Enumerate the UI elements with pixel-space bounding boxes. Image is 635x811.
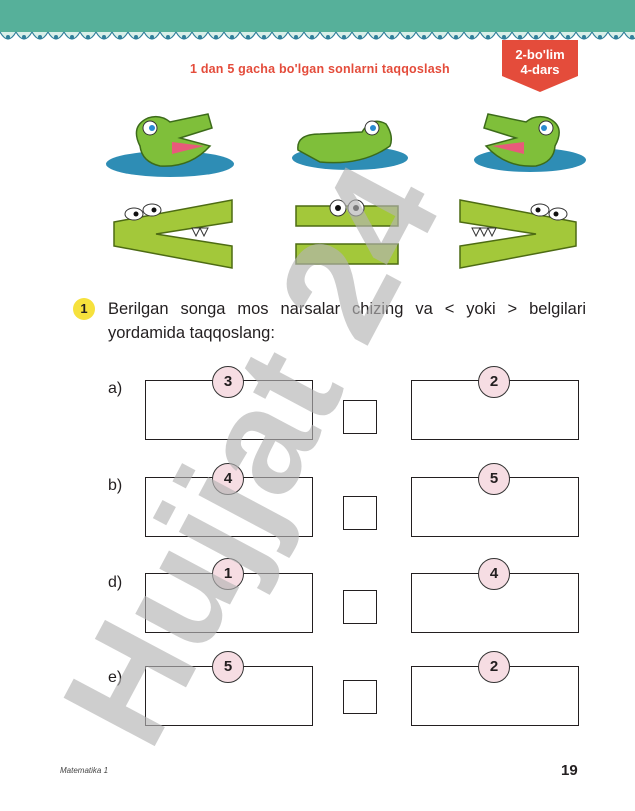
number-circle-left: 5: [212, 651, 244, 683]
task-number: 1: [73, 298, 95, 320]
row-label: e): [108, 669, 123, 686]
number-circle-right: 4: [478, 558, 510, 590]
row-label: b): [108, 477, 123, 494]
comparison-sign-box[interactable]: [343, 590, 377, 624]
lesson-label: 4-dars: [520, 62, 560, 77]
comparison-sign-box[interactable]: [343, 680, 377, 714]
comparison-sign-box[interactable]: [343, 496, 377, 530]
greater-than-sign: [459, 199, 577, 269]
number-circle-left: 4: [212, 463, 244, 495]
number-circle-left: 1: [212, 558, 244, 590]
task-instruction: Berilgan songa mos narsalar chizing va <…: [108, 300, 586, 342]
number-circle-left: 3: [212, 366, 244, 398]
page-number: 19: [561, 762, 578, 779]
crocodile-illustration: [106, 113, 586, 269]
book-title: Matematika 1: [60, 766, 109, 775]
header-ornament: [0, 26, 635, 40]
crocodile-right-image: [474, 113, 586, 172]
comparison-sign-box[interactable]: [343, 400, 377, 434]
number-circle-right: 2: [478, 366, 510, 398]
header-band: [0, 0, 635, 30]
less-than-sign: [113, 199, 233, 269]
lesson-badge: 2-bo'lim 4-dars: [502, 40, 578, 92]
number-circle-right: 5: [478, 463, 510, 495]
row-label: a): [108, 380, 123, 397]
row-label: d): [108, 574, 123, 591]
crocodile-left-image: [106, 113, 234, 177]
section-label: 2-bo'lim: [515, 47, 565, 62]
crocodile-middle-image: [292, 120, 408, 170]
lesson-title: 1 dan 5 gacha bo'lgan sonlarni taqqoslas…: [190, 62, 450, 76]
number-circle-right: 2: [478, 651, 510, 683]
equals-sign: [295, 199, 399, 265]
